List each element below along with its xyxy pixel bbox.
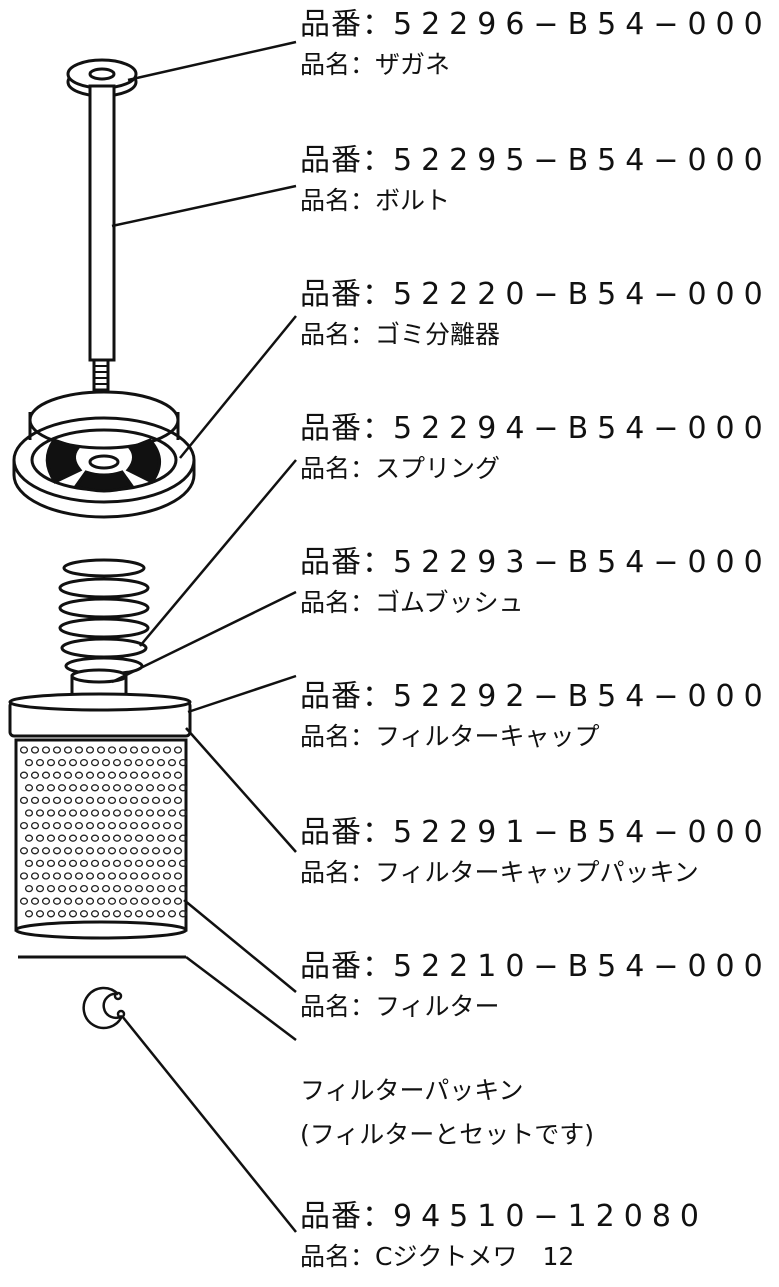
- leader-line-gasket: [185, 956, 297, 1041]
- leader-line-cap: [187, 674, 297, 714]
- part-number-label: 品番：: [300, 545, 393, 580]
- gasket-note-name: フィルターパッキン: [300, 1076, 524, 1105]
- leader-line-bolt: [111, 184, 297, 228]
- filter-part: [14, 738, 188, 940]
- part-name: ザガネ: [375, 50, 451, 79]
- part-name-label: 品名：: [300, 992, 376, 1021]
- part-name-row: 品名：Cジクトメワ 12: [300, 1242, 708, 1272]
- part-number-row: 品番：52295−B54−000: [300, 144, 772, 178]
- part-name-row: 品名：スプリング: [300, 454, 772, 484]
- part-name-row: 品名：フィルターキャップ: [300, 722, 772, 752]
- part-number-row: 品番：94510−12080: [300, 1200, 708, 1234]
- part-number-row: 品番：52210−B54−000: [300, 950, 772, 984]
- gasket-note: フィルターパッキン (フィルターとセットです): [300, 1074, 594, 1152]
- part-number-row: 品番：52296−B54−000: [300, 8, 772, 42]
- part-label-3: 品番：52220−B54−000 品名：ゴミ分離器: [300, 278, 772, 350]
- leader-lines: [111, 40, 297, 1233]
- part-number: 52291−B54−000: [393, 815, 772, 850]
- part-label-7: 品番：52291−B54−000 品名：フィルターキャップパッキン: [300, 816, 772, 888]
- part-label-6: 品番：52292−B54−000 品名：フィルターキャップ: [300, 680, 772, 752]
- part-name: フィルターキャップパッキン: [375, 858, 699, 887]
- c-retaining-ring-part: [82, 986, 126, 1030]
- part-name-label: 品名：: [300, 588, 376, 617]
- part-number-row: 品番：52292−B54−000: [300, 680, 772, 714]
- part-number: 52293−B54−000: [393, 545, 772, 580]
- part-number: 52296−B54−000: [393, 7, 772, 42]
- part-name: フィルターキャップ: [375, 722, 600, 751]
- leader-line-cap-gasket: [185, 727, 297, 853]
- leader-line-filter: [183, 899, 297, 993]
- part-name-label: 品名：: [300, 186, 376, 215]
- part-name-row: 品名：ボルト: [300, 186, 772, 216]
- part-name-label: 品名：: [300, 320, 376, 349]
- part-name-label: 品名：: [300, 50, 376, 79]
- leader-line-bushing: [111, 590, 297, 684]
- part-number: 52294−B54−000: [393, 411, 772, 446]
- gasket-note-detail: (フィルターとセットです): [300, 1120, 595, 1149]
- part-name-row: 品名：フィルターキャップパッキン: [300, 858, 772, 888]
- part-label-5: 品番：52293−B54−000 品名：ゴムブッシュ: [300, 546, 772, 618]
- part-name-row: 品名：フィルター: [300, 992, 772, 1022]
- part-number-row: 品番：52291−B54−000: [300, 816, 772, 850]
- filter-cap-part: [8, 692, 192, 738]
- part-number-label: 品番：: [300, 7, 393, 42]
- part-name: ボルト: [375, 186, 451, 215]
- part-number: 52292−B54−000: [393, 679, 772, 714]
- part-label-8: 品番：52210−B54−000 品名：フィルター: [300, 950, 772, 1022]
- washer-part: [66, 58, 138, 98]
- part-name-label: 品名：: [300, 722, 376, 751]
- part-name-label: 品名：: [300, 1242, 376, 1271]
- part-label-9: 品番：94510−12080 品名：Cジクトメワ 12: [300, 1200, 708, 1272]
- part-name: スプリング: [375, 454, 501, 483]
- part-number: 52210−B54−000: [393, 949, 772, 984]
- part-number-label: 品番：: [300, 277, 393, 312]
- part-number-label: 品番：: [300, 1199, 393, 1234]
- part-name-row: 品名：ゴミ分離器: [300, 320, 772, 350]
- bolt-part: [88, 84, 116, 392]
- rubber-bushing-part: [70, 668, 128, 698]
- part-label-1: 品番：52296−B54−000 品名：ザガネ: [300, 8, 772, 80]
- part-label-4: 品番：52294−B54−000 品名：スプリング: [300, 412, 772, 484]
- part-number-label: 品番：: [300, 949, 393, 984]
- part-number: 94510−12080: [393, 1199, 709, 1234]
- part-number-row: 品番：52294−B54−000: [300, 412, 772, 446]
- part-number: 52295−B54−000: [393, 143, 772, 178]
- part-name: フィルター: [375, 992, 500, 1021]
- part-number-label: 品番：: [300, 143, 393, 178]
- part-name-row: 品名：ザガネ: [300, 50, 772, 80]
- debris-separator-part: [12, 390, 196, 519]
- part-number-label: 品番：: [300, 815, 393, 850]
- part-name-label: 品名：: [300, 858, 376, 887]
- leader-line-spring: [139, 459, 297, 647]
- leader-line-c-ring: [121, 1015, 297, 1233]
- part-name-row: 品名：ゴムブッシュ: [300, 588, 772, 618]
- part-number-label: 品番：: [300, 679, 393, 714]
- leader-line-washer: [127, 40, 297, 82]
- leader-line-separator: [179, 315, 297, 459]
- part-number: 52220−B54−000: [393, 277, 772, 312]
- part-label-2: 品番：52295−B54−000 品名：ボルト: [300, 144, 772, 216]
- part-number-row: 品番：52220−B54−000: [300, 278, 772, 312]
- spring-part: [58, 558, 150, 676]
- part-name: ゴミ分離器: [375, 320, 501, 349]
- part-name: Cジクトメワ 12: [375, 1242, 575, 1271]
- part-name: ゴムブッシュ: [375, 588, 524, 617]
- filter-perforations: [19, 746, 188, 918]
- part-name-label: 品名：: [300, 454, 376, 483]
- part-number-row: 品番：52293−B54−000: [300, 546, 772, 580]
- part-number-label: 品番：: [300, 411, 393, 446]
